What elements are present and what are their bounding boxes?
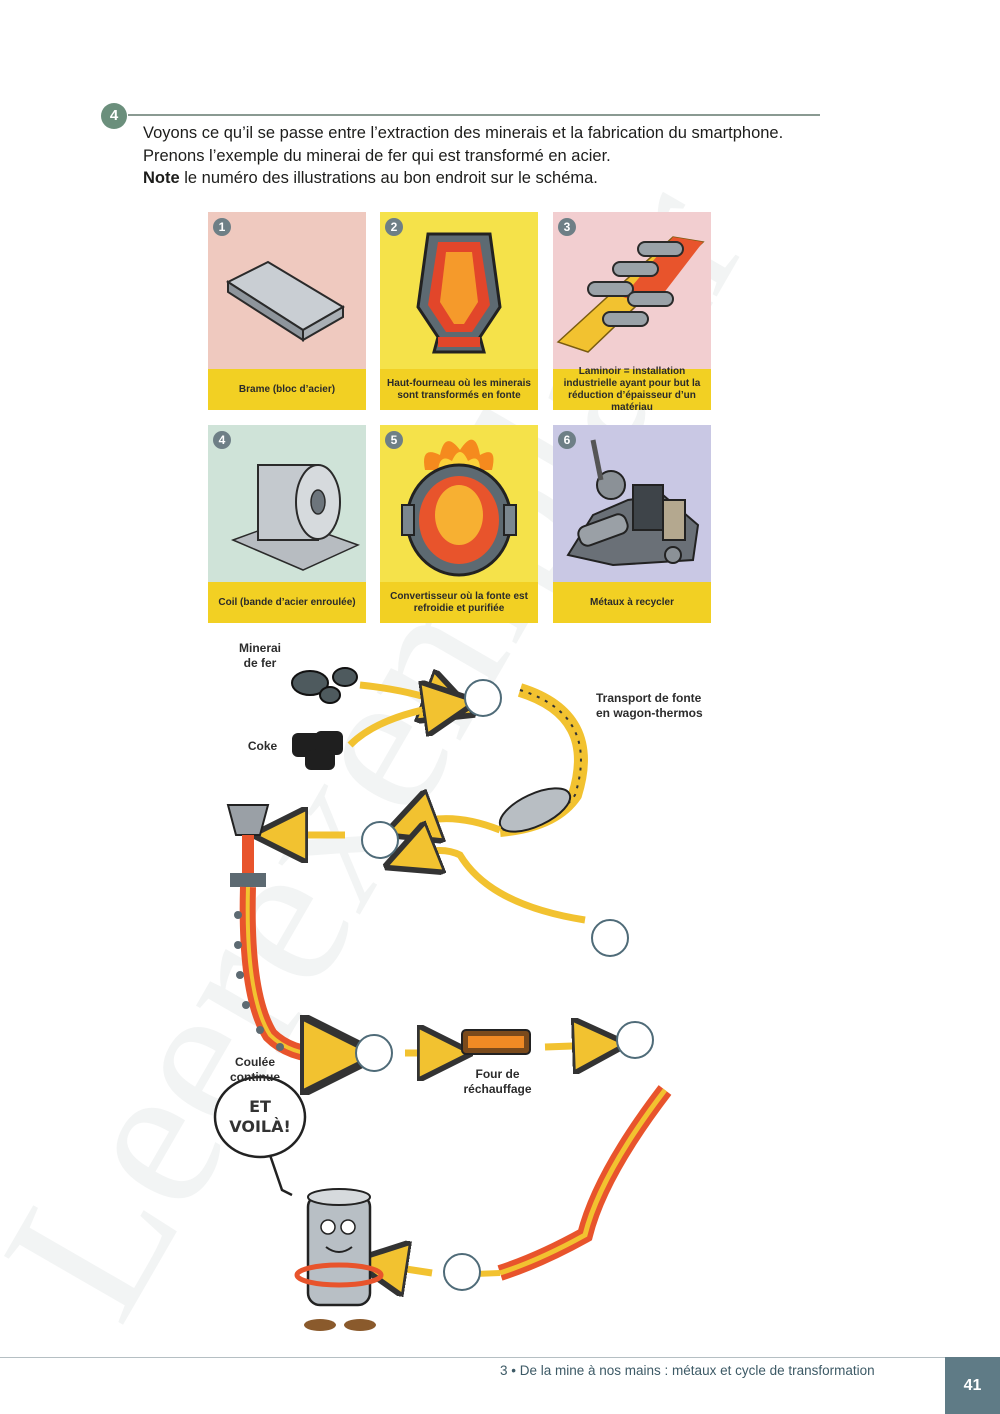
footer-rule xyxy=(0,1357,945,1358)
slab-illustration xyxy=(208,212,366,369)
answer-slot-3[interactable] xyxy=(591,919,629,957)
label-coke: Coke xyxy=(247,739,278,753)
card-number: 6 xyxy=(558,431,576,449)
ore-lumps xyxy=(291,667,358,704)
bubble-text: ET VOILÀ! xyxy=(229,1097,291,1136)
answer-slot-2[interactable] xyxy=(361,821,399,859)
answer-slot-6[interactable] xyxy=(443,1253,481,1291)
card-brame: 1 Brame (bloc d’acier) xyxy=(208,212,366,410)
answer-slot-5[interactable] xyxy=(616,1021,654,1059)
card-caption: Convertisseur où la fonte est refroidie … xyxy=(380,582,538,623)
exercise-rule xyxy=(128,114,820,116)
label-minerai: Minerai de fer xyxy=(238,641,281,670)
converter-illustration xyxy=(380,425,538,582)
instruction-line-2: Prenons l’exemple du minerai de fer qui … xyxy=(143,146,611,165)
card-number: 4 xyxy=(213,431,231,449)
instruction-line-3: Note le numéro des illustrations au bon … xyxy=(143,167,843,190)
instruction-line-1: Voyons ce qu’il se passe entre l’extract… xyxy=(143,124,784,142)
steel-coil-illustration xyxy=(208,425,366,582)
card-convertisseur: 5 Convertisseur où la fonte est refroidi… xyxy=(380,425,538,623)
label-four: Four de réchauffage xyxy=(463,1067,532,1096)
chapter-title: 3 • De la mine à nos mains : métaux et c… xyxy=(500,1363,875,1378)
instructions: Voyons ce qu’il se passe entre l’extract… xyxy=(143,122,843,190)
card-number: 1 xyxy=(213,218,231,236)
coke-lumps xyxy=(292,731,343,770)
card-number: 5 xyxy=(385,431,403,449)
blast-furnace-illustration xyxy=(380,212,538,369)
card-number: 3 xyxy=(558,218,576,236)
process-diagram: Minerai de fer Coke Transport de fonte e… xyxy=(200,635,740,1345)
card-haut-fourneau: 2 Haut-fourneau où les minerais sont tra… xyxy=(380,212,538,410)
rolling-mill-illustration xyxy=(553,212,711,369)
note-text: le numéro des illustrations au bon endro… xyxy=(179,169,598,187)
card-caption: Métaux à recycler xyxy=(553,582,711,623)
note-label: Note xyxy=(143,169,180,187)
card-caption: Haut-fourneau où les minerais sont trans… xyxy=(380,369,538,410)
label-transport: Transport de fonte en wagon-thermos xyxy=(596,691,703,720)
card-laminoir: 3 Laminoir = installation industrielle a… xyxy=(553,212,711,410)
page-number: 41 xyxy=(945,1357,1000,1414)
card-caption: Laminoir = installation industrielle aya… xyxy=(553,366,711,410)
exercise-number-badge: 4 xyxy=(101,103,127,129)
card-caption: Coil (bande d’acier enroulée) xyxy=(208,582,366,623)
scrap-metal-illustration xyxy=(553,425,711,582)
card-coil: 4 Coil (bande d’acier enroulée) xyxy=(208,425,366,623)
process-flow-illustration xyxy=(213,667,672,1331)
label-coulee: Coulée continue xyxy=(230,1055,280,1084)
card-caption: Brame (bloc d’acier) xyxy=(208,369,366,410)
answer-slot-1[interactable] xyxy=(464,679,502,717)
card-number: 2 xyxy=(385,218,403,236)
answer-slot-4[interactable] xyxy=(355,1034,393,1072)
card-metaux-recycler: 6 Métaux à recycler xyxy=(553,425,711,623)
